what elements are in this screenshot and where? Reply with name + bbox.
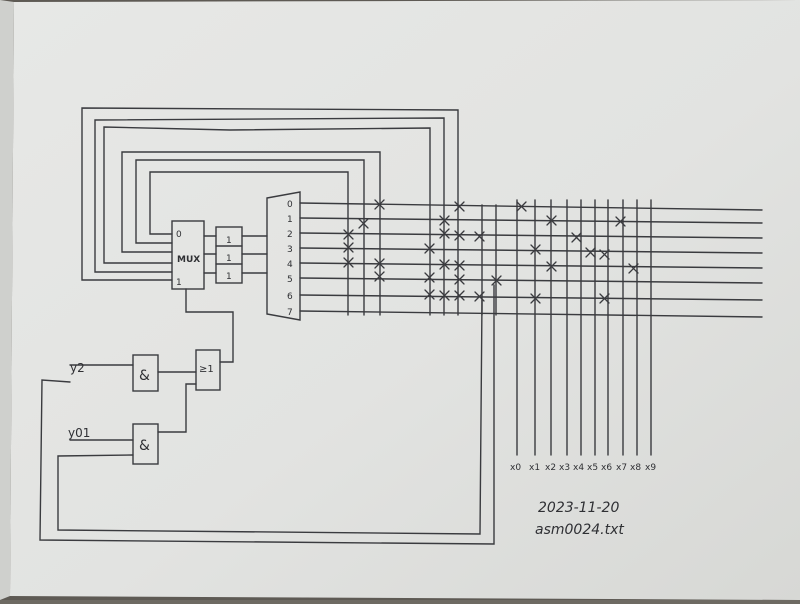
or-gate: [195, 349, 221, 391]
mux-select-0-label: 0: [176, 230, 182, 240]
connection-crosses: [343, 199, 639, 304]
x-column-label: x0: [510, 463, 521, 473]
gate-wiring: [39, 284, 495, 545]
and-gate-bottom-label: &: [139, 438, 150, 454]
demux-block: [266, 191, 301, 321]
and-gate-bottom: [132, 423, 159, 465]
x-column-label: x9: [645, 463, 656, 473]
demux-output-label: 3: [287, 245, 293, 255]
x-column-label: x2: [545, 463, 556, 473]
demux-output-label: 6: [287, 292, 293, 302]
mux-select-1-label: 1: [176, 278, 182, 288]
demux-output-label: 5: [287, 275, 293, 285]
demux-output-label: 2: [287, 230, 293, 240]
and-gate-top: [132, 354, 159, 392]
and-gate-top-label: &: [139, 368, 150, 384]
demux-output-label: 7: [287, 308, 293, 318]
note-filename: asm0024.txt: [535, 522, 624, 538]
or-gate-label: ≥1: [199, 364, 214, 375]
x-column-label: x6: [601, 463, 612, 473]
x-column-label: x8: [630, 463, 641, 473]
x-column-label: x1: [529, 463, 540, 473]
input-y2-label: y2: [70, 361, 85, 375]
register-bit-label: 1: [226, 254, 232, 264]
demux-output-label: 4: [287, 260, 293, 270]
register-bit-label: 1: [226, 272, 232, 282]
demux-output-label: 0: [287, 200, 293, 210]
note-date: 2023-11-20: [538, 500, 619, 516]
x-column-label: x5: [587, 463, 598, 473]
register-bit-label: 1: [226, 236, 232, 246]
input-y01-label: y01: [68, 426, 90, 440]
x-column-label: x4: [573, 463, 584, 473]
mux-block: [171, 220, 205, 290]
output-lines: [299, 202, 763, 318]
register-block: [215, 226, 243, 284]
x-column-lines: [516, 199, 652, 456]
x-column-label: x3: [559, 463, 570, 473]
mux-label: MUX: [177, 255, 200, 265]
feedback-loops: [81, 107, 459, 316]
x-column-label: x7: [616, 463, 627, 473]
demux-output-label: 1: [287, 215, 293, 225]
